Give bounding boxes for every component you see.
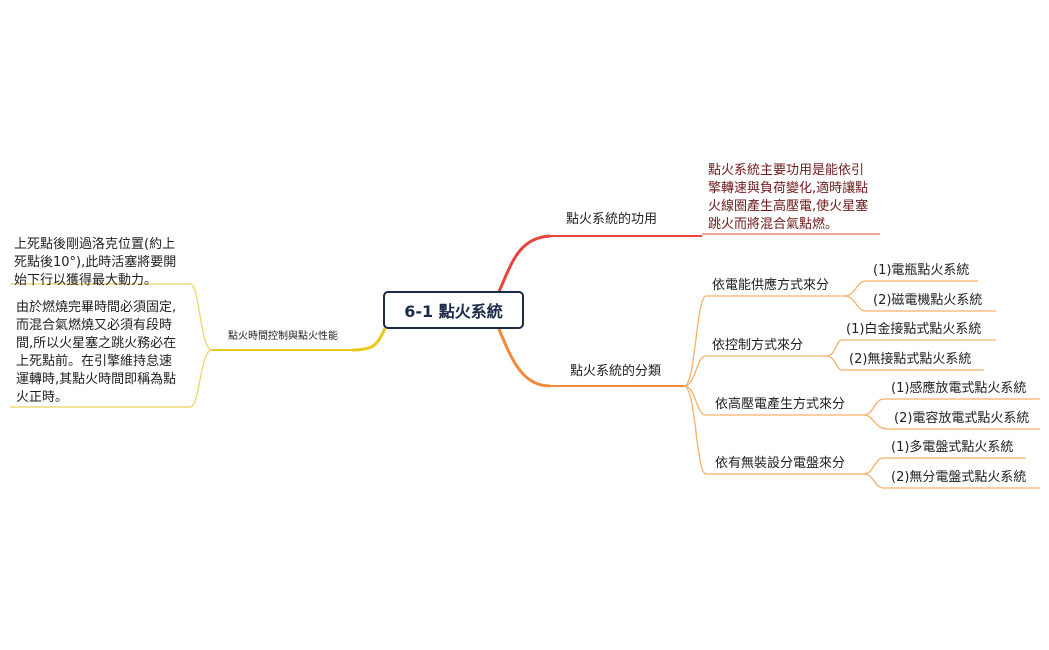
item-capacitive-discharge[interactable]: (2)電容放電式點火系統 [894,411,1030,426]
item-contactless-ignition[interactable]: (2)無接點式點火系統 [849,352,972,367]
edge-group-1 [683,295,707,387]
timing-note-2-line-1: 由於燃燒完畢時間必須固定, [16,300,177,315]
root-node[interactable]: 6-1 點火系統 [383,291,524,329]
timing-note-2-line-5: 運轉時,其點火時間即稱為點 [16,372,177,387]
group-control-label[interactable]: 依控制方式來分 [712,338,804,353]
timing-note-2-line-4: 上死點前。在引擎維持怠速 [16,354,173,369]
timing-note-1-line-3: 始下行以獲得最大動力。 [14,273,158,288]
group-distributor-label[interactable]: 依有無裝設分電盤來分 [715,456,846,471]
timing-note-2-line-6: 火正時。 [16,390,69,405]
timing-note-2-line-2: 而混合氣燃燒又必須有段時 [16,318,173,333]
timing-note-2-line-3: 間,所以火星塞之跳火務必在 [16,336,177,351]
item-inductive-discharge[interactable]: (1)感應放電式點火系統 [891,381,1027,396]
timing-note-1-line-1: 上死點後剛過洛克位置(約上 [14,237,176,252]
branch-function-label[interactable]: 點火系統的功用 [566,212,658,227]
edge-group-2 [683,355,707,387]
function-note-line-1: 點火系統主要功用是能依引 [708,163,865,178]
branch-classification-label[interactable]: 點火系統的分類 [570,364,662,379]
timing-note-1: 上死點後剛過洛克位置(約上 死點後10°),此時活塞將要開 始下行以獲得最大動力… [14,236,176,290]
function-note-line-4: 跳火而將混合氣點燃。 [708,217,839,232]
function-note-line-2: 擎轉速與負荷變化,適時讓點 [708,181,869,196]
edge-group-3 [683,385,707,416]
root-label: 6-1 點火系統 [404,302,503,321]
function-note: 點火系統主要功用是能依引 擎轉速與負荷變化,適時讓點 火線圈產生高壓電,使火星塞… [708,162,868,234]
timing-note-1-line-2: 死點後10°),此時活塞將要開 [14,255,177,270]
edge-classification [494,321,551,388]
item-contact-point-ignition[interactable]: (1)白金接點式點火系統 [846,322,982,337]
timing-note-2: 由於燃燒完畢時間必須固定, 而混合氣燃燒又必須有段時 間,所以火星塞之跳火務必在… [16,299,176,407]
item-multi-distributor[interactable]: (1)多電盤式點火系統 [891,440,1014,455]
item-battery-ignition[interactable]: (1)電瓶點火系統 [873,263,970,278]
item-distributorless[interactable]: (2)無分電盤式點火系統 [891,470,1027,485]
function-note-line-3: 火線圈產生高壓電,使火星塞 [708,199,869,214]
group-high-voltage-label[interactable]: 依高壓電產生方式來分 [715,397,846,412]
item-magneto-ignition[interactable]: (2)磁電機點火系統 [873,293,983,308]
edge-timing [351,327,387,352]
branch-timing-label[interactable]: 點火時間控制與點火性能 [228,331,338,342]
edge-group-4 [683,385,707,475]
group-power-supply-label[interactable]: 依電能供應方式來分 [712,278,830,293]
edge-function [494,234,551,299]
